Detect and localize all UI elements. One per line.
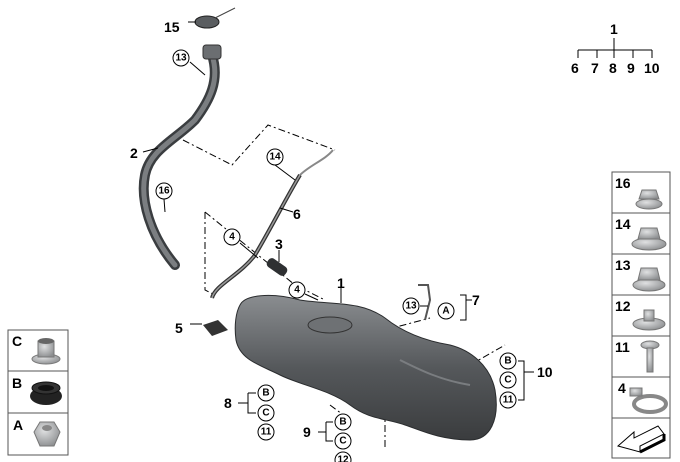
tree-child: 7 xyxy=(591,60,599,76)
hex-nut-icon xyxy=(33,421,61,447)
tree-child: 9 xyxy=(627,60,635,76)
pad xyxy=(203,320,228,336)
filler-pipe xyxy=(138,44,222,270)
callout-11: 11 xyxy=(503,395,514,406)
callout-B: B xyxy=(339,417,346,428)
callout-C: C xyxy=(504,375,511,386)
callout-3: 3 xyxy=(275,236,283,252)
callout-5: 5 xyxy=(175,320,183,336)
callout-13: 13 xyxy=(175,53,187,64)
panel-label-11: 11 xyxy=(615,339,630,355)
callout-4: 4 xyxy=(294,285,300,296)
assembly-tree: 1 6 7 8 9 10 xyxy=(571,21,660,76)
callout-B: B xyxy=(504,356,511,367)
bolt-icon xyxy=(640,340,660,373)
callout-16: 16 xyxy=(158,186,170,197)
callout-10: 10 xyxy=(537,364,553,380)
circled-callouts: 13 16 14 4 4 13 A B C 11 B C 11 B C 12 xyxy=(155,49,517,462)
callout-7: 7 xyxy=(472,292,480,308)
callout-1: 1 xyxy=(337,275,345,291)
callout-C: C xyxy=(262,408,269,419)
panel-label-14: 14 xyxy=(615,216,631,232)
callout-11: 11 xyxy=(261,427,272,438)
panel-label-C: C xyxy=(12,333,22,349)
hardware-panel-left: C B A xyxy=(7,329,69,456)
tree-child: 6 xyxy=(571,60,579,76)
callout-2: 2 xyxy=(130,145,138,161)
callout-B: B xyxy=(262,388,269,399)
callout-14: 14 xyxy=(269,152,281,163)
flange-nut-icon xyxy=(631,227,667,251)
tree-child: 10 xyxy=(644,60,660,76)
callout-15: 15 xyxy=(164,19,180,35)
callout-9: 9 xyxy=(303,424,311,440)
direction-arrow-icon xyxy=(616,425,666,454)
grommet-icon xyxy=(30,381,62,405)
panel-label-12: 12 xyxy=(615,298,631,314)
flange-nut-icon xyxy=(632,267,666,292)
hose-clamp-icon xyxy=(629,387,668,414)
panel-label-13: 13 xyxy=(615,257,631,273)
callout-4: 4 xyxy=(229,232,235,243)
panel-label-4: 4 xyxy=(618,380,626,396)
callout-C: C xyxy=(339,436,346,447)
leaders xyxy=(142,21,534,442)
callout-12: 12 xyxy=(337,455,349,462)
panel-label-A: A xyxy=(13,417,23,433)
callout-8: 8 xyxy=(224,395,232,411)
callout-6: 6 xyxy=(293,206,301,222)
tree-child: 8 xyxy=(609,60,617,76)
panel-label-B: B xyxy=(12,375,22,391)
spacer-sleeve-icon xyxy=(31,338,61,365)
tree-root: 1 xyxy=(610,21,618,37)
washer-nut-icon xyxy=(632,309,666,331)
fuel-tank xyxy=(234,295,497,441)
hose xyxy=(266,258,288,276)
callout-A: A xyxy=(442,306,449,317)
flange-nut-icon xyxy=(635,189,663,210)
callout-13: 13 xyxy=(405,301,417,312)
hardware-panel-right: 16 14 13 12 11 4 xyxy=(611,171,671,459)
filler-cap xyxy=(194,7,236,29)
panel-label-16: 16 xyxy=(615,175,631,191)
